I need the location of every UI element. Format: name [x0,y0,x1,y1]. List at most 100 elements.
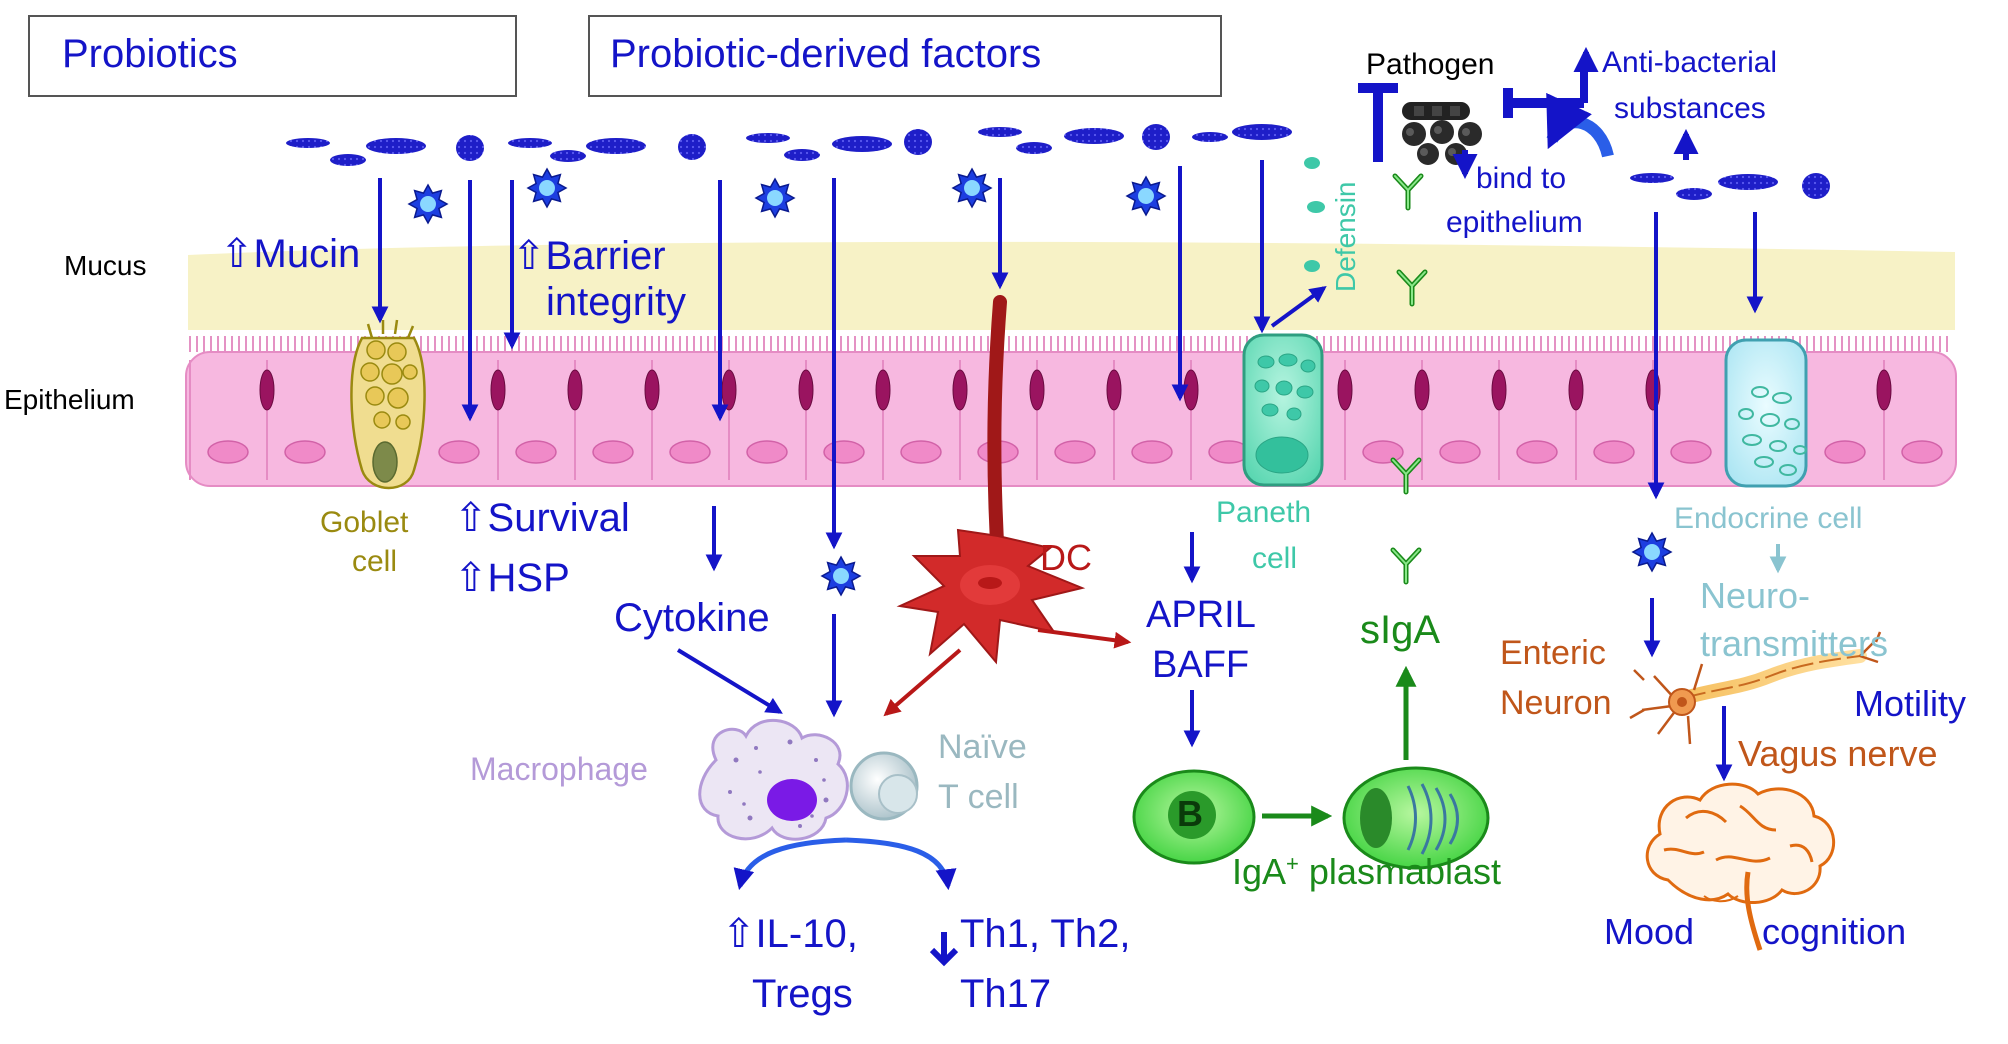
probiotic-blob [330,154,366,166]
bind-label-line2: epithelium [1446,206,1583,239]
probiotic-blob [508,138,552,148]
factor-star [754,177,796,219]
cytokine-label: Cytokine [614,596,770,640]
iga-plasmablast [1342,766,1490,870]
antibody-icon [1392,173,1424,211]
tight-junction [490,369,506,411]
probiotic-blob [1718,174,1778,190]
motility-label: Motility [1854,683,1967,724]
cognition-label: cognition [1762,911,1907,952]
brain [1645,782,1835,951]
probiotic-blob [1192,132,1228,142]
paneth-label-line2: cell [1252,542,1298,575]
arrow-dc-to-april [1037,628,1132,649]
pathogen-bacteria [1402,102,1482,165]
probiotic-blob [366,138,426,154]
probiotic-blob [978,127,1022,137]
probiotic-blob [1802,173,1830,199]
cell-nucleus [1593,440,1635,464]
cell-nucleus [900,440,942,464]
antibody-icon [1390,457,1422,495]
b-cell [1132,769,1256,865]
naive-t-cell [849,751,919,821]
microvilli-fringe [189,336,1948,352]
probiotic-blob [1016,142,1052,154]
displacement-curved-arrow [1546,92,1614,158]
factor-star [951,167,993,209]
epithelium-layer [185,351,1957,487]
enteric-label-line1: Enteric [1500,634,1606,672]
cell-nucleus [1054,440,1096,464]
pathogen-label: Pathogen [1366,48,1495,81]
neurotransmitters-label-line2: transmitters [1700,623,1889,664]
probiotic-blob [456,135,484,161]
goblet-label-line2: cell [352,545,398,578]
il10-label-line2: Tregs [752,972,853,1016]
cell-nucleus [1362,440,1404,464]
probiotic-blob [286,138,330,148]
legend-probiotics-label: Probiotics [62,32,238,76]
probiotic-blob [784,149,820,161]
factor-star [820,555,862,597]
probiotic-derived-factors [407,39,1673,597]
factor-star [1631,531,1673,573]
legend-factors-box [588,15,1222,97]
probiotic-blob [1630,173,1674,183]
arrow-to-il10 [733,837,847,891]
antibody-icon [1390,547,1422,585]
cell-nucleus [1901,440,1943,464]
siga-antibodies [1390,173,1428,585]
microvilli [189,336,1948,352]
macrophage-label: Macrophage [470,751,648,787]
pathogen-inhibition [1358,83,1584,162]
tight-junction [567,369,583,411]
tight-junction [1414,369,1430,411]
legend-probiotics-box [28,15,517,97]
survival-label: ⇧Survival [454,496,630,540]
plasmablast-label-sup: + [1286,851,1299,876]
antibacterial-label-line1: Anti-bacterial [1602,46,1778,79]
cell-nucleus [592,440,634,464]
tight-junction [1183,369,1199,411]
arrow-cytokine-to-macrophage [676,648,783,714]
arrow-dc-to-tcell [883,648,962,717]
enteric-label-line2: Neuron [1500,684,1612,722]
macrophage [698,719,849,841]
arrow-defensin [1270,286,1327,328]
cell-nucleus [746,440,788,464]
plasmablast-label: IgA+ plasmablast [1232,851,1501,892]
arrow-to-th [845,837,957,891]
barrier-label-line1: ⇧Barrier [512,234,666,278]
cell-nucleus [1824,440,1866,464]
goblet-cell [350,319,426,490]
baff-label: BAFF [1152,644,1250,686]
cell-nucleus [669,440,711,464]
legend-factors-label: Probiotic-derived factors [610,32,1042,76]
bind-label-line1: bind to [1476,162,1567,195]
tight-junction [1106,369,1122,411]
probiotic-blob [832,136,892,152]
neurotransmitters-label-line1: Neuro- [1700,575,1811,616]
il10-label-line1: ⇧IL-10, [722,912,858,956]
layer-mucus-label: Mucus [64,250,147,281]
cell-nucleus [438,440,480,464]
barrier-label-line2: integrity [546,280,687,324]
mood-label: Mood [1604,911,1695,952]
mucus-layer [188,241,1955,330]
probiotic-blob [550,150,586,162]
th-label-line2: Th17 [960,972,1052,1016]
naive-label-line1: Naïve [938,728,1027,766]
mucin-label: ⇧Mucin [220,232,361,276]
tight-junction [798,369,814,411]
siga-label: sIgA [1360,608,1441,652]
dendritic-cell [896,295,1086,665]
probiotic-bacteria [286,124,1830,200]
tight-junction [1029,369,1045,411]
cell-nucleus [1516,440,1558,464]
naive-label-line2: T cell [938,778,1019,816]
tight-junction [259,369,275,411]
paneth-cell [1242,333,1324,487]
cell-nucleus [823,440,865,464]
defensin-granules [1304,157,1325,272]
